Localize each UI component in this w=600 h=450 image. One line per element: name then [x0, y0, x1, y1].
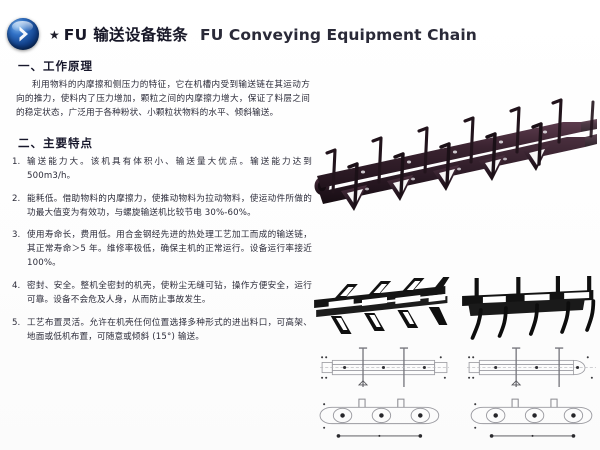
page-title-en: FU Conveying Equipment Chain: [200, 26, 477, 44]
chain-link-side-view-drawing-1: [318, 395, 451, 444]
technical-drawings-grid: [318, 344, 598, 444]
list-item: 2. 能耗低。借助物料的内摩擦力，使推动物料为拉动物料，使运动件所做的功最大值变…: [12, 193, 312, 221]
list-item-number: 5.: [12, 318, 21, 329]
chain-link-top-view-drawing-2: [465, 344, 598, 393]
list-item-number: 1.: [12, 156, 21, 167]
page-title-cn: FU 输送设备链条: [63, 26, 189, 44]
chain-link-top-view-drawing-1: [318, 344, 451, 393]
list-item: 1. 输送能力大。该机具有体积小、输送量大优点。输送能力达到 500m3/h。: [12, 156, 312, 184]
blue-sphere-chevron-icon: [7, 18, 39, 50]
text-column: 一、工作原理 利用物料的内摩擦和侧压力的特征，它在机槽内受到输送链在其运动方向的…: [12, 58, 312, 354]
chain-angled-flights-photo: [312, 276, 450, 342]
list-item-number: 4.: [12, 281, 21, 292]
list-item-text: 输送能力大。该机具有体积小、输送量大优点。输送能力达到 500m3/h。: [27, 156, 312, 181]
fu-conveyor-chain-photo: [305, 92, 597, 227]
section-heading-main-features: 二、主要特点: [18, 135, 93, 150]
list-item-text: 密封、安全。整机全密封的机壳，使粉尘无缝可钻，操作方便安全，运行可靠。设备不会危…: [27, 281, 312, 306]
list-item: 3. 使用寿命长，费用低。用合金钢经先进的热处理工艺加工而成的输送链，其正常寿命…: [12, 229, 312, 271]
star-icon: ★: [49, 28, 60, 42]
section-heading-working-principle: 一、工作原理: [18, 59, 93, 73]
list-item-text: 能耗低。借助物料的内摩擦力，使推动物料为拉动物料，使运动件所做的功最大值变为有效…: [27, 193, 312, 218]
list-item-text: 工艺布置灵活。允许在机壳任何位置选择多种形式的进出料口，可高架、地面或低机布置，…: [27, 318, 312, 342]
list-item-number: 3.: [12, 230, 21, 241]
page-header: ★ FU 输送设备链条 FU Conveying Equipment Chain: [0, 14, 600, 54]
list-item: 5. 工艺布置灵活。允许在机壳任何位置选择多种形式的进出料口，可高架、地面或低机…: [12, 317, 312, 345]
list-item-text: 使用寿命长，费用低。用合金钢经先进的热处理工艺加工而成的输送链，其正常寿命＞5 …: [27, 230, 312, 269]
page-title: ★ FU 输送设备链条 FU Conveying Equipment Chain: [49, 23, 477, 45]
chain-link-side-view-drawing-2: [465, 395, 598, 444]
list-item-number: 2.: [12, 193, 21, 204]
list-item: 4. 密封、安全。整机全密封的机壳，使粉尘无缝可钻，操作方便安全，运行可靠。设备…: [12, 280, 312, 308]
chain-curved-flights-photo: [460, 276, 598, 342]
section-body-working-principle: 利用物料的内摩擦和侧压力的特征，它在机槽内受到输送链在其运动方向的推力，使料内了…: [16, 80, 310, 118]
chain-photo-pair: [312, 276, 597, 342]
feature-list: 1. 输送能力大。该机具有体积小、输送量大优点。输送能力达到 500m3/h。 …: [12, 156, 312, 345]
